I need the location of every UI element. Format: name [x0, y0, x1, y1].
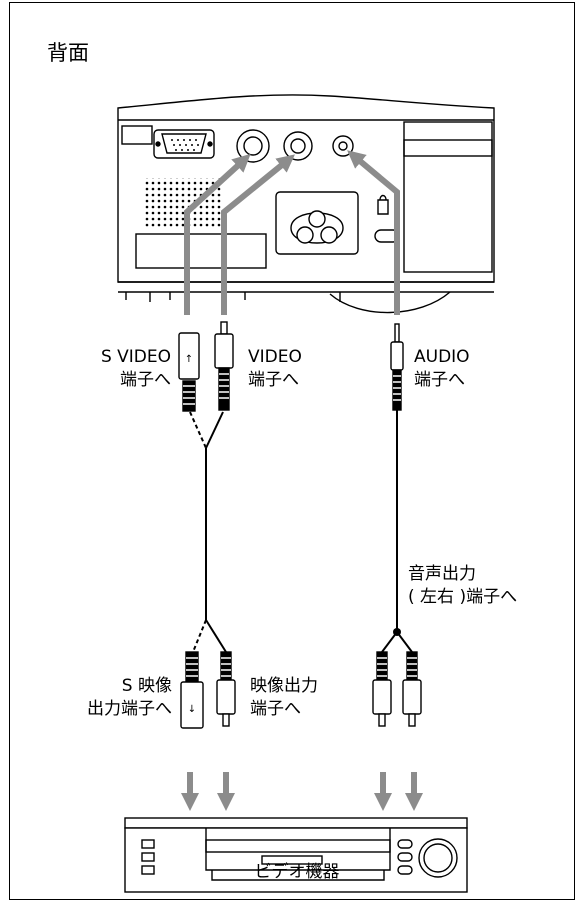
audio-out-label-line1: 音声出力 [408, 564, 476, 584]
figure-frame [9, 2, 575, 900]
video-out-label: 映像出力 端子へ [250, 675, 318, 721]
vcr-icon [124, 817, 468, 893]
audio-label-line1: AUDIO [414, 347, 470, 367]
s-video-plug-icon: ↑ [178, 332, 200, 412]
svg-text:↓: ↓ [188, 704, 196, 715]
arrow-icon [181, 150, 423, 811]
page-title: 背面 [47, 41, 89, 65]
video-out-label-line1: 映像出力 [250, 676, 318, 696]
s-video-cable-bottom [192, 619, 207, 653]
rca-plug-lower-icon [216, 651, 236, 727]
audio-label-line2: 端子へ [414, 370, 465, 390]
audio-plug-right-icon [402, 651, 422, 727]
projector-rear-panel-icon [117, 94, 495, 314]
audio-out-label: 音声出力 ( 左右 )端子へ [408, 563, 517, 609]
audio-plug-left-icon [372, 651, 392, 727]
stereo-mini-plug-icon [390, 323, 404, 411]
audio-out-label-line2: ( 左右 )端子へ [408, 587, 518, 607]
s-video-label-line2: 端子へ [120, 370, 171, 390]
s-video-label: S VIDEO 端子へ [48, 346, 171, 392]
audio-cable-left [381, 631, 398, 653]
video-label-line1: VIDEO [248, 347, 302, 367]
s-video-plug-lower-icon: ↓ [180, 651, 204, 729]
video-out-label-line2: 端子へ [250, 699, 301, 719]
video-label-line2: 端子へ [248, 370, 299, 390]
s-video-label-line1: S VIDEO [100, 347, 171, 367]
s-video-out-label-line2: 出力端子へ [87, 699, 172, 719]
video-cable-bottom [205, 619, 227, 653]
s-video-cable-top [189, 411, 207, 449]
audio-cable-right [396, 631, 413, 653]
video-label: VIDEO 端子へ [248, 346, 302, 392]
audio-label: AUDIO 端子へ [414, 346, 470, 392]
svg-text:↑: ↑ [185, 354, 193, 365]
rca-plug-icon [214, 321, 234, 411]
s-video-out-label-line1: S 映像 [121, 676, 172, 696]
device-name: ビデオ機器 [254, 862, 340, 882]
video-cable-top [205, 411, 224, 449]
s-video-out-label: S 映像 出力端子へ [28, 675, 172, 721]
cable-junction [393, 628, 401, 636]
